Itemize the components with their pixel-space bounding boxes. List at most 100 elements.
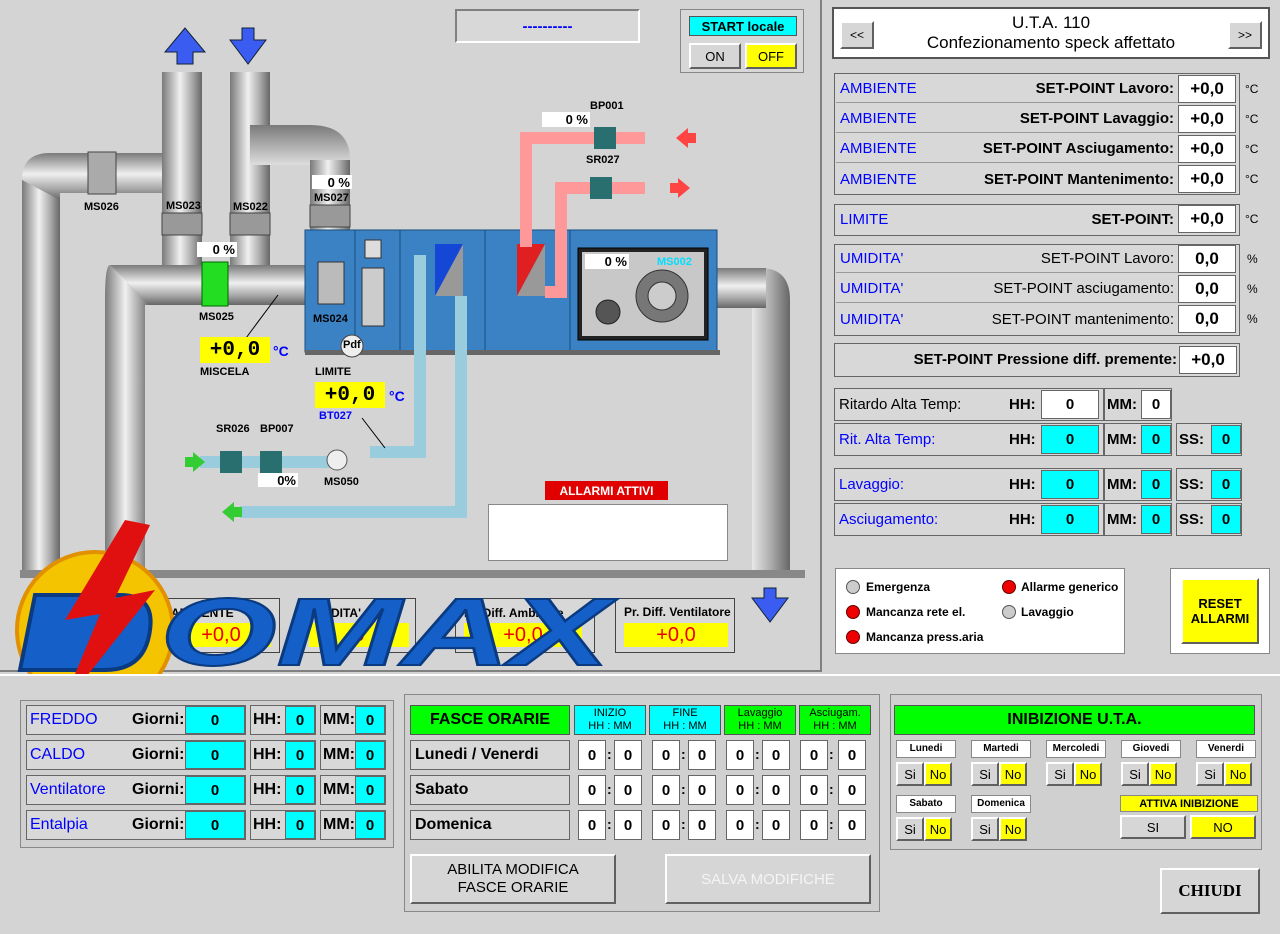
setpoint-value[interactable]: 0,0 bbox=[1178, 245, 1236, 273]
rit-alta-row: Rit. Alta Temp: HH: 0 bbox=[834, 423, 1104, 456]
fasce-time-value[interactable]: 0 bbox=[614, 740, 642, 770]
fasce-time-value[interactable]: 0 bbox=[838, 775, 866, 805]
inibizione-day-name: Giovedi bbox=[1121, 740, 1181, 758]
asciugamento-hh[interactable]: 0 bbox=[1041, 505, 1099, 534]
fasce-row: Sabato bbox=[410, 775, 570, 805]
setpoint-umidita-group bbox=[834, 244, 1240, 336]
day-no-button[interactable]: No bbox=[924, 762, 952, 786]
setpoint-value[interactable]: 0,0 bbox=[1178, 305, 1236, 333]
off-button[interactable]: OFF bbox=[745, 43, 797, 69]
label-ms026: MS026 bbox=[84, 201, 119, 213]
day-si-button[interactable]: Si bbox=[1196, 762, 1224, 786]
day-no-button[interactable]: No bbox=[999, 762, 1027, 786]
setpoint-row: UMIDITA' SET-POINT mantenimento: 0,0 bbox=[836, 305, 1236, 333]
day-si-button[interactable]: Si bbox=[1046, 762, 1074, 786]
limite-unit: °C bbox=[389, 388, 405, 404]
day-no-button[interactable]: No bbox=[1149, 762, 1177, 786]
fasce-time-value[interactable]: 0 bbox=[578, 740, 606, 770]
abilita-modifica-button[interactable]: ABILITA MODIFICA FASCE ORARIE bbox=[410, 854, 616, 904]
fasce-time-value[interactable]: 0 bbox=[688, 775, 716, 805]
counter-giorni-label: Giorni: bbox=[132, 781, 185, 798]
fasce-time-value[interactable]: 0 bbox=[652, 740, 680, 770]
ritardo-hh[interactable]: 0 bbox=[1041, 390, 1099, 419]
ritardo-mm[interactable]: 0 bbox=[1141, 390, 1171, 419]
fasce-time-value[interactable]: 0 bbox=[652, 810, 680, 840]
lavaggio-status-label: Lavaggio bbox=[1021, 605, 1074, 619]
counter-giorni: 0 bbox=[185, 706, 245, 734]
day-si-button[interactable]: Si bbox=[971, 762, 999, 786]
inibizione-title: INIBIZIONE U.T.A. bbox=[894, 705, 1255, 735]
setpoint-cat: UMIDITA' bbox=[840, 280, 904, 297]
fasce-time-value[interactable]: 0 bbox=[800, 775, 828, 805]
rit-alta-hh[interactable]: 0 bbox=[1041, 425, 1099, 454]
fasce-time-value[interactable]: 0 bbox=[762, 810, 790, 840]
setpoint-unit: °C bbox=[1245, 112, 1259, 126]
setpoint-row: AMBIENTE SET-POINT Mantenimento: +0,0 bbox=[836, 165, 1236, 193]
fasce-time-value[interactable]: 0 bbox=[614, 775, 642, 805]
day-si-button[interactable]: Si bbox=[1121, 762, 1149, 786]
duct-right-horizontal bbox=[716, 268, 766, 308]
day-si-button[interactable]: Si bbox=[896, 817, 924, 841]
attiva-si-button[interactable]: SI bbox=[1120, 815, 1186, 839]
day-si-button[interactable]: Si bbox=[971, 817, 999, 841]
fasce-time-value[interactable]: 0 bbox=[800, 810, 828, 840]
next-button[interactable]: >> bbox=[1228, 21, 1262, 49]
reset-allarmi-button[interactable]: RESET ALLARMI bbox=[1181, 578, 1259, 644]
fasce-time-value[interactable]: 0 bbox=[838, 740, 866, 770]
fasce-time-value[interactable]: 0 bbox=[652, 775, 680, 805]
chiudi-button[interactable]: CHIUDI bbox=[1160, 868, 1260, 914]
setpoint-cat: AMBIENTE bbox=[840, 110, 917, 127]
fasce-time-value[interactable]: 0 bbox=[578, 810, 606, 840]
fasce-time-value[interactable]: 0 bbox=[726, 775, 754, 805]
setpoint-value[interactable]: +0,0 bbox=[1178, 105, 1236, 133]
attiva-no-button[interactable]: NO bbox=[1190, 815, 1256, 839]
fasce-time-value[interactable]: 0 bbox=[688, 740, 716, 770]
setpoint-value[interactable]: +0,0 bbox=[1178, 75, 1236, 103]
fasce-time-value[interactable]: 0 bbox=[614, 810, 642, 840]
prev-button[interactable]: << bbox=[840, 21, 874, 49]
time-separator: : bbox=[607, 746, 612, 762]
asciugamento-ss[interactable]: 0 bbox=[1211, 505, 1241, 534]
fasce-time-value[interactable]: 0 bbox=[762, 740, 790, 770]
pressure-setpoint-value[interactable]: +0,0 bbox=[1179, 346, 1237, 374]
alarms-list[interactable] bbox=[488, 504, 728, 561]
day-no-button[interactable]: No bbox=[924, 817, 952, 841]
fasce-time-value[interactable]: 0 bbox=[726, 740, 754, 770]
time-separator: : bbox=[607, 816, 612, 832]
day-no-button[interactable]: No bbox=[1224, 762, 1252, 786]
counter-mm-label: MM: bbox=[323, 711, 355, 728]
lavaggio-hh[interactable]: 0 bbox=[1041, 470, 1099, 499]
fasce-time-value[interactable]: 0 bbox=[762, 775, 790, 805]
fasce-time-value[interactable]: 0 bbox=[838, 810, 866, 840]
fasce-time-value[interactable]: 0 bbox=[688, 810, 716, 840]
setpoint-row: UMIDITA' SET-POINT Lavoro: 0,0 bbox=[836, 245, 1236, 273]
mancanza-press-led-icon bbox=[846, 630, 860, 644]
inibizione-day-name: Domenica bbox=[971, 795, 1031, 813]
setpoint-value[interactable]: +0,0 bbox=[1178, 135, 1236, 163]
fasce-time-value[interactable]: 0 bbox=[578, 775, 606, 805]
inibizione-day: Giovedi Si No bbox=[1121, 740, 1181, 786]
on-button[interactable]: ON bbox=[689, 43, 741, 69]
fasce-time-value[interactable]: 0 bbox=[726, 810, 754, 840]
setpoint-limite-group bbox=[834, 204, 1240, 236]
fasce-time-value[interactable]: 0 bbox=[800, 740, 828, 770]
day-si-button[interactable]: Si bbox=[896, 762, 924, 786]
rit-alta-mm[interactable]: 0 bbox=[1141, 425, 1171, 454]
lavaggio-ss[interactable]: 0 bbox=[1211, 470, 1241, 499]
setpoint-value[interactable]: +0,0 bbox=[1178, 165, 1236, 193]
rit-alta-ss[interactable]: 0 bbox=[1211, 425, 1241, 454]
setpoint-label: SET-POINT asciugamento: bbox=[993, 280, 1174, 297]
lavaggio-mm[interactable]: 0 bbox=[1141, 470, 1171, 499]
inibizione-day-name: Lunedi bbox=[896, 740, 956, 758]
salva-modifiche-button[interactable]: SALVA MODIFICHE bbox=[665, 854, 871, 904]
setpoint-value[interactable]: +0,0 bbox=[1178, 205, 1236, 233]
emergenza-label: Emergenza bbox=[866, 580, 931, 594]
readout-prdiff-ventilatore-value: +0,0 bbox=[624, 623, 728, 647]
inibizione-day: Sabato Si No bbox=[896, 795, 956, 841]
uta-header: U.T.A. 110 Confezionamento speck affetta… bbox=[832, 7, 1270, 59]
counter-hh: 0 bbox=[285, 776, 315, 804]
day-no-button[interactable]: No bbox=[999, 817, 1027, 841]
setpoint-value[interactable]: 0,0 bbox=[1178, 275, 1236, 303]
day-no-button[interactable]: No bbox=[1074, 762, 1102, 786]
asciugamento-mm[interactable]: 0 bbox=[1141, 505, 1171, 534]
